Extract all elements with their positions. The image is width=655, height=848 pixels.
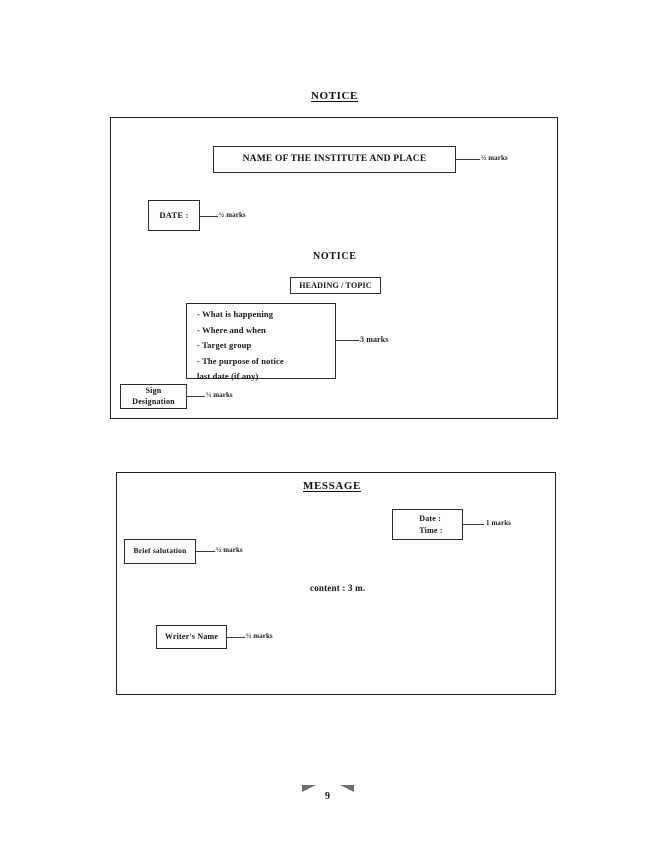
date-time-text: Date : Time :	[412, 513, 443, 536]
writer-name-box: Writer's Name	[156, 625, 227, 649]
sign-leader-line	[187, 396, 205, 397]
content-note: content : 3 m.	[310, 583, 366, 593]
notice-body-line: - What is happening	[197, 309, 274, 319]
notice-body-line: last date (if any)	[197, 371, 259, 381]
notice-body-line: - Where and when	[197, 324, 266, 335]
message-format-frame	[116, 472, 556, 695]
date-box: DATE :	[148, 200, 200, 231]
salutation-marks-label: ½ marks	[216, 546, 243, 554]
message-section-title: MESSAGE	[303, 480, 361, 492]
notice-body-leader-line	[336, 340, 359, 341]
ornament-left-wing-icon	[301, 785, 316, 792]
writer-leader-line	[227, 637, 245, 638]
date-time-leader-line	[463, 524, 484, 525]
heading-topic-box: HEADING / TOPIC	[290, 277, 381, 294]
notice-body-box: - What is happening - Where and when - T…	[186, 303, 336, 381]
ornament-right-wing-icon	[339, 785, 354, 792]
page-number: 9	[325, 791, 330, 802]
notice-section-title: NOTICE	[311, 90, 358, 102]
sign-line: Sign	[145, 385, 162, 395]
sign-designation-box: Sign Designation	[120, 384, 187, 409]
salutation-leader-line	[196, 551, 215, 552]
sign-designation-text: Sign Designation	[132, 386, 175, 408]
notice-inner-heading: NOTICE	[313, 251, 357, 262]
writer-marks-label: ½ marks	[246, 632, 273, 640]
message-time-line: Time :	[419, 525, 443, 535]
notice-body-line: - The purpose of notice	[197, 355, 284, 366]
institute-marks-label: ½ marks	[481, 154, 508, 162]
page-footer: 9	[0, 782, 655, 806]
date-time-marks-label: 1 marks	[486, 519, 512, 527]
message-date-line: Date :	[419, 513, 442, 523]
designation-line: Designation	[132, 396, 175, 406]
brief-salutation-box: Brief salutation	[124, 539, 196, 564]
notice-body-line: - Target group	[197, 340, 252, 350]
institute-leader-line	[456, 159, 480, 160]
page-number-ornament: 9	[300, 782, 356, 806]
institute-name-box: NAME OF THE INSTITUTE AND PLACE	[213, 146, 456, 173]
date-leader-line	[200, 216, 218, 217]
notice-body-marks-label: 3 marks	[360, 335, 389, 344]
date-marks-label: ½ marks	[219, 211, 246, 219]
sign-marks-label: ½ marks	[206, 391, 233, 399]
date-time-box: Date : Time :	[392, 509, 463, 540]
